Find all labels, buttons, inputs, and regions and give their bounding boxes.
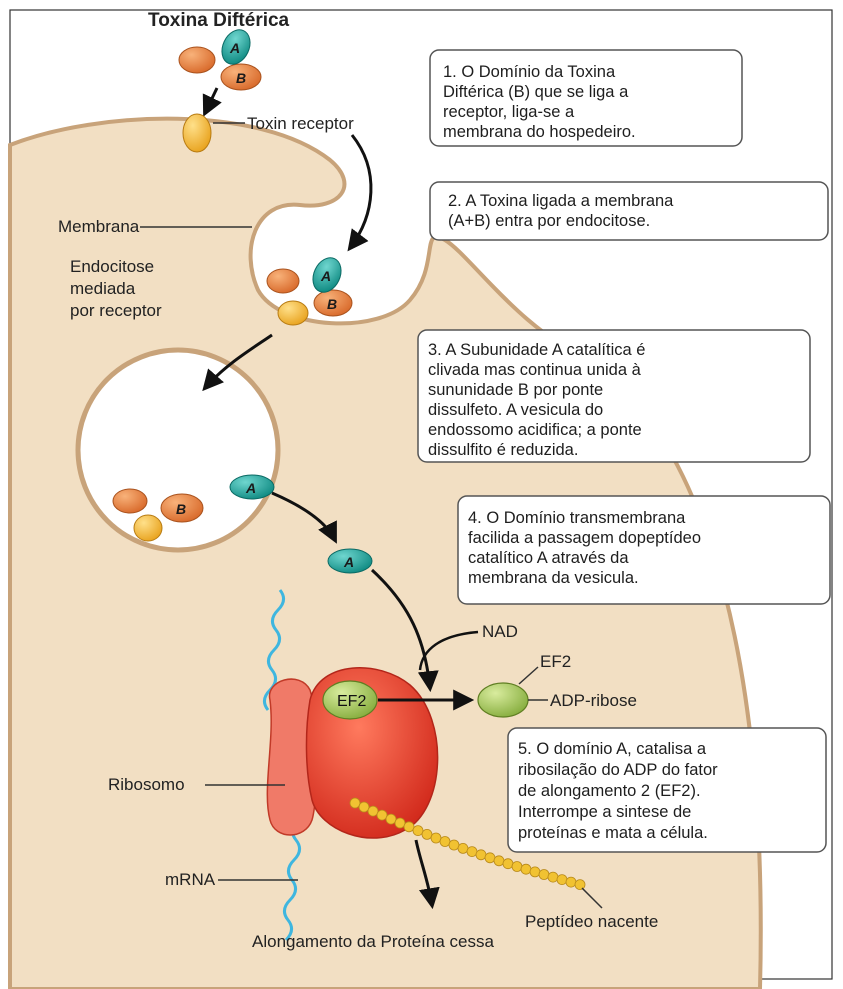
peptide-bead <box>557 875 567 885</box>
pit-receptor <box>278 301 308 325</box>
peptide-bead <box>494 856 504 866</box>
endocitose-label-1: Endocitose <box>70 257 154 276</box>
mrna-label: mRNA <box>165 870 216 889</box>
pit-subunit-a-label: A <box>320 268 331 284</box>
peptide-bead <box>458 843 468 853</box>
title: Toxina Diftérica <box>148 10 290 31</box>
peptide-bead <box>350 798 360 808</box>
step-3-line-1: 3. A Subunidade A catalítica é <box>428 341 645 359</box>
step-4-line-1: 4. O Domínio transmembrana <box>468 509 686 527</box>
ef2-free-label: EF2 <box>540 652 571 671</box>
peptide-bead <box>449 840 459 850</box>
step-box-3: 3. A Subunidade A catalítica é clivada m… <box>418 330 810 462</box>
step-5-line-4: Interrompe a sintese de <box>518 803 691 821</box>
peptide-bead <box>530 867 540 877</box>
subunit-a-label: A <box>229 40 240 56</box>
step-5-line-5: proteínas e mata a célula. <box>518 824 708 842</box>
ves-receptor <box>134 515 162 541</box>
peptide-bead <box>548 872 558 882</box>
peptide-bead <box>476 850 486 860</box>
step-box-5: 5. O domínio A, catalisa a ribosilação d… <box>508 728 826 852</box>
step-2-frame <box>430 182 828 240</box>
adp-ribose-label: ADP-ribose <box>550 691 637 710</box>
peptide-bead <box>386 814 396 824</box>
peptide-bead <box>413 826 423 836</box>
step-3-line-6: dissulfito é reduzida. <box>428 441 578 459</box>
toxin-receptor <box>183 114 211 152</box>
step-3-line-2: clivada mas continua unida à <box>428 361 642 379</box>
peptide-bead <box>359 802 369 812</box>
step-box-2: 2. A Toxina ligada a membrana (A+B) entr… <box>430 182 828 240</box>
peptide-bead <box>404 822 414 832</box>
step-box-1: 1. O Domínio da Toxina Diftérica (B) que… <box>430 50 742 146</box>
peptide-bead <box>539 870 549 880</box>
step-1-line-4: membrana do hospedeiro. <box>443 123 636 141</box>
toxin-in-pit: A B <box>267 253 352 325</box>
ves-subunit-b-label: B <box>176 501 186 517</box>
step-box-4: 4. O Domínio transmembrana facilida a pa… <box>458 496 830 604</box>
alongamento-label: Alongamento da Proteína cessa <box>252 932 494 951</box>
step-5-line-3: de alongamento 2 (EF2). <box>518 782 701 800</box>
peptide-bead <box>575 880 585 890</box>
peptide-bead <box>566 877 576 887</box>
peptide-bead <box>440 837 450 847</box>
arrow-bind <box>205 88 217 113</box>
step-3-line-3: sununidade B por ponte <box>428 381 603 399</box>
toxin-free: A B <box>179 25 261 90</box>
step-4-line-3: catalítico A através da <box>468 549 629 567</box>
step-4-line-4: membrana da vesicula. <box>468 569 639 587</box>
step-1-line-1: 1. O Domínio da Toxina <box>443 63 616 81</box>
membrana-label: Membrana <box>58 217 140 236</box>
peptide-bead <box>422 829 432 839</box>
peptide-bead <box>431 833 441 843</box>
step-3-line-4: dissulfeto. A vesicula do <box>428 401 603 419</box>
peptide-bead <box>485 853 495 863</box>
subunit-b-left <box>179 47 215 73</box>
nad-label: NAD <box>482 622 518 641</box>
step-4-line-2: facilida a passagem dopeptídeo <box>468 529 701 547</box>
subunit-b-label: B <box>236 70 246 86</box>
peptideo-label: Peptídeo nacente <box>525 912 658 931</box>
step-3-line-5: endossomo acidifica; a ponte <box>428 421 642 439</box>
peptide-bead <box>467 847 477 857</box>
ribosomo-label: Ribosomo <box>108 775 185 794</box>
toxin-receptor-label: Toxin receptor <box>247 114 354 133</box>
step-1-line-2: Diftérica (B) que se liga a <box>443 83 629 101</box>
membrane-subunit-a-label: A <box>245 480 256 496</box>
peptide-bead <box>503 859 513 869</box>
ribosome: EF2 <box>267 668 437 838</box>
modified-ef2 <box>478 683 528 717</box>
pit-subunit-b-label: B <box>327 296 337 312</box>
ves-subunit-b-left <box>113 489 147 513</box>
bound-ef2-label: EF2 <box>337 693 366 710</box>
peptide-bead <box>521 864 531 874</box>
step-2-line-1: 2. A Toxina ligada a membrana <box>448 192 674 210</box>
arrow-endocytosis <box>350 135 371 248</box>
step-5-line-2: ribosilação do ADP do fator <box>518 761 718 779</box>
step-1-line-3: receptor, liga-se a <box>443 103 575 121</box>
peptide-bead <box>395 818 405 828</box>
step-5-line-1: 5. O domínio A, catalisa a <box>518 740 707 758</box>
pit-subunit-b-left <box>267 269 299 293</box>
peptide-bead <box>377 810 387 820</box>
endocitose-label-2: mediada <box>70 279 136 298</box>
free-subunit-a-label: A <box>343 554 354 570</box>
peptide-bead <box>368 806 378 816</box>
peptide-bead <box>512 862 522 872</box>
endocitose-label-3: por receptor <box>70 301 162 320</box>
step-2-line-2: (A+B) entra por endocitose. <box>448 212 650 230</box>
